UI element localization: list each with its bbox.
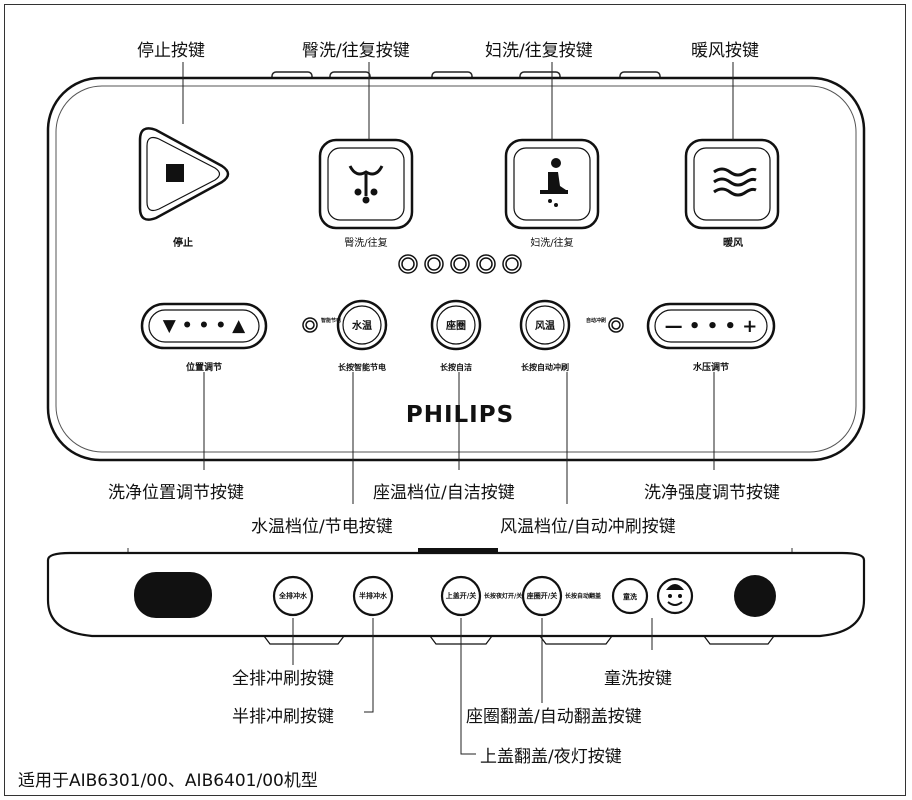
callout-seat-temp: 座温档位/自洁按键: [373, 483, 515, 503]
position-label: 位置调节: [186, 361, 222, 373]
kids-wash-button-label: 童洗: [623, 592, 637, 601]
callout-kids: 童洗按键: [604, 669, 672, 689]
callout-lid: 上盖翻盖/夜灯按键: [480, 747, 622, 767]
position-arrows-icon: ▼ • • • ▲: [163, 316, 246, 336]
kids-face-icon: [656, 577, 694, 615]
pressure-plus-minus-icon: — • • • +: [665, 316, 758, 337]
side-panel: [46, 548, 866, 645]
full-flush-button-label: 全排冲水: [278, 591, 308, 600]
dryer-button[interactable]: [684, 138, 780, 230]
dryer-label: 暖风: [723, 236, 743, 249]
rear-wash-button[interactable]: [318, 138, 414, 230]
callout-dryer: 暖风按键: [691, 41, 759, 61]
rear-wash-label: 臀洗/往复: [344, 236, 387, 249]
callout-lines-top: [182, 62, 734, 504]
stop-button[interactable]: [138, 127, 230, 221]
warm-air-icon: [713, 167, 757, 197]
autoflush-indicator-led: [608, 317, 624, 333]
seat-ring-button-label: 座圈开/关: [527, 591, 558, 600]
lid-button[interactable]: [440, 575, 482, 617]
water-temp-button-label: 水温: [351, 319, 372, 332]
autoflush-indicator-label: 自动冲刷: [586, 317, 606, 324]
water-temp-button[interactable]: [336, 299, 388, 351]
lid-button-label: 上盖开/关: [446, 591, 477, 600]
diagram-frame: [4, 4, 906, 796]
eco-indicator-label: 智能节电: [321, 317, 341, 324]
callout-full-flush: 全排冲刷按键: [232, 669, 334, 689]
air-temp-sublabel: 长按自动冲刷: [521, 362, 569, 372]
sensor-window-right: [734, 575, 776, 617]
pressure-adjust-button[interactable]: [646, 302, 776, 350]
seat-ring-button[interactable]: [521, 575, 563, 617]
water-temp-sublabel: 长按智能节电: [338, 362, 386, 372]
sensor-window-left: [134, 572, 212, 618]
applicable-models-note: 适用于AIB6301/00、AIB6401/00机型: [18, 771, 318, 791]
brand-logo: PHILIPS: [406, 402, 514, 428]
callout-stop: 停止按键: [137, 41, 205, 61]
callout-lines-side: [292, 618, 653, 755]
lid-note: 长按夜灯开/关: [484, 592, 522, 600]
callout-half-flush: 半排冲刷按键: [232, 707, 334, 727]
half-flush-button[interactable]: [352, 575, 394, 617]
stop-label: 停止: [173, 236, 193, 249]
seat-temp-sublabel: 长按自洁: [440, 362, 472, 372]
callout-seat-ring: 座圈翻盖/自动翻盖按键: [466, 707, 642, 727]
feminine-wash-icon: [540, 158, 568, 207]
callout-air-temp: 风温档位/自动冲刷按键: [500, 517, 676, 537]
position-adjust-button[interactable]: [140, 302, 268, 350]
callout-position: 洗净位置调节按键: [108, 483, 244, 503]
eco-indicator-led: [302, 317, 318, 333]
seat-ring-note: 长按自动翻盖: [565, 592, 601, 600]
callout-feminine-wash: 妇洗/往复按键: [485, 41, 593, 61]
full-flush-button[interactable]: [272, 575, 314, 617]
air-temp-button-label: 风温: [535, 319, 555, 332]
level-indicators: [398, 254, 522, 274]
fem-wash-label: 妇洗/往复: [530, 236, 573, 249]
kids-wash-button[interactable]: [611, 577, 649, 615]
stop-square-icon: [166, 164, 184, 182]
callout-rear-wash: 臀洗/往复按键: [302, 41, 410, 61]
air-temp-button[interactable]: [519, 299, 571, 351]
pressure-label: 水压调节: [693, 361, 729, 373]
seat-temp-button-label: 座圈: [445, 319, 466, 332]
callout-water-temp: 水温档位/节电按键: [251, 517, 393, 537]
callout-pressure: 洗净强度调节按键: [644, 483, 780, 503]
rear-wash-icon: [348, 165, 384, 204]
half-flush-button-label: 半排冲水: [359, 591, 388, 600]
seat-temp-button[interactable]: [430, 299, 482, 351]
